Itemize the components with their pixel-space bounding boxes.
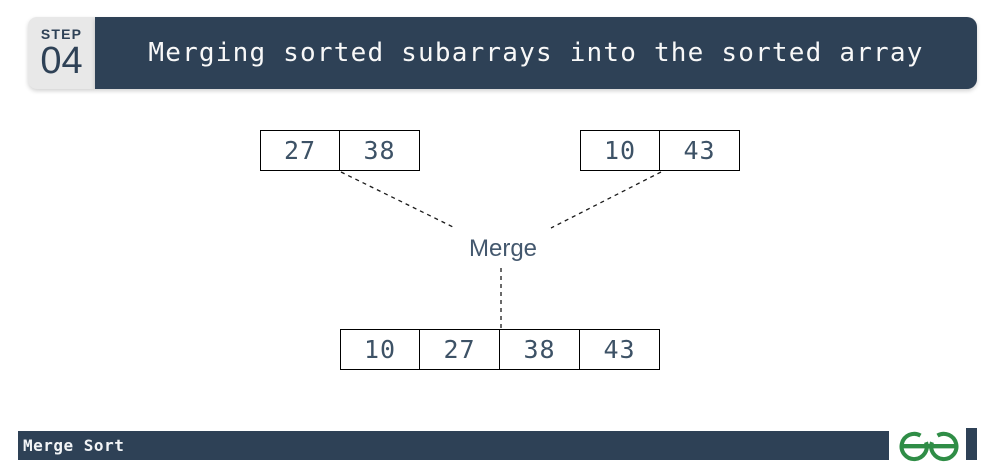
array-cell: 38 [500, 329, 580, 370]
footer-accent-bar [966, 428, 977, 460]
geeksforgeeks-logo-icon [899, 431, 959, 462]
dashed-connector-right [550, 171, 662, 229]
array-cell: 10 [580, 130, 660, 171]
step-box: STEP 04 [28, 17, 95, 89]
dashed-connector-left [340, 171, 454, 228]
left-subarray: 27 38 [260, 130, 420, 171]
right-subarray: 10 43 [580, 130, 740, 171]
array-cell: 27 [420, 329, 500, 370]
array-cell: 10 [340, 329, 420, 370]
merged-array: 10 27 38 43 [340, 329, 660, 370]
step-number: 04 [40, 39, 83, 82]
array-cell: 27 [260, 130, 340, 171]
step-label: STEP [40, 25, 83, 42]
footer-bar: Merge Sort [18, 431, 889, 460]
slide-title: Merging sorted subarrays into the sorted… [148, 38, 924, 68]
array-cell: 43 [580, 329, 660, 370]
footer-caption: Merge Sort [23, 436, 125, 455]
merge-label: Merge [468, 235, 538, 262]
array-cell: 38 [340, 130, 420, 171]
array-cell: 43 [660, 130, 740, 171]
header-title-bar: Merging sorted subarrays into the sorted… [95, 17, 977, 89]
